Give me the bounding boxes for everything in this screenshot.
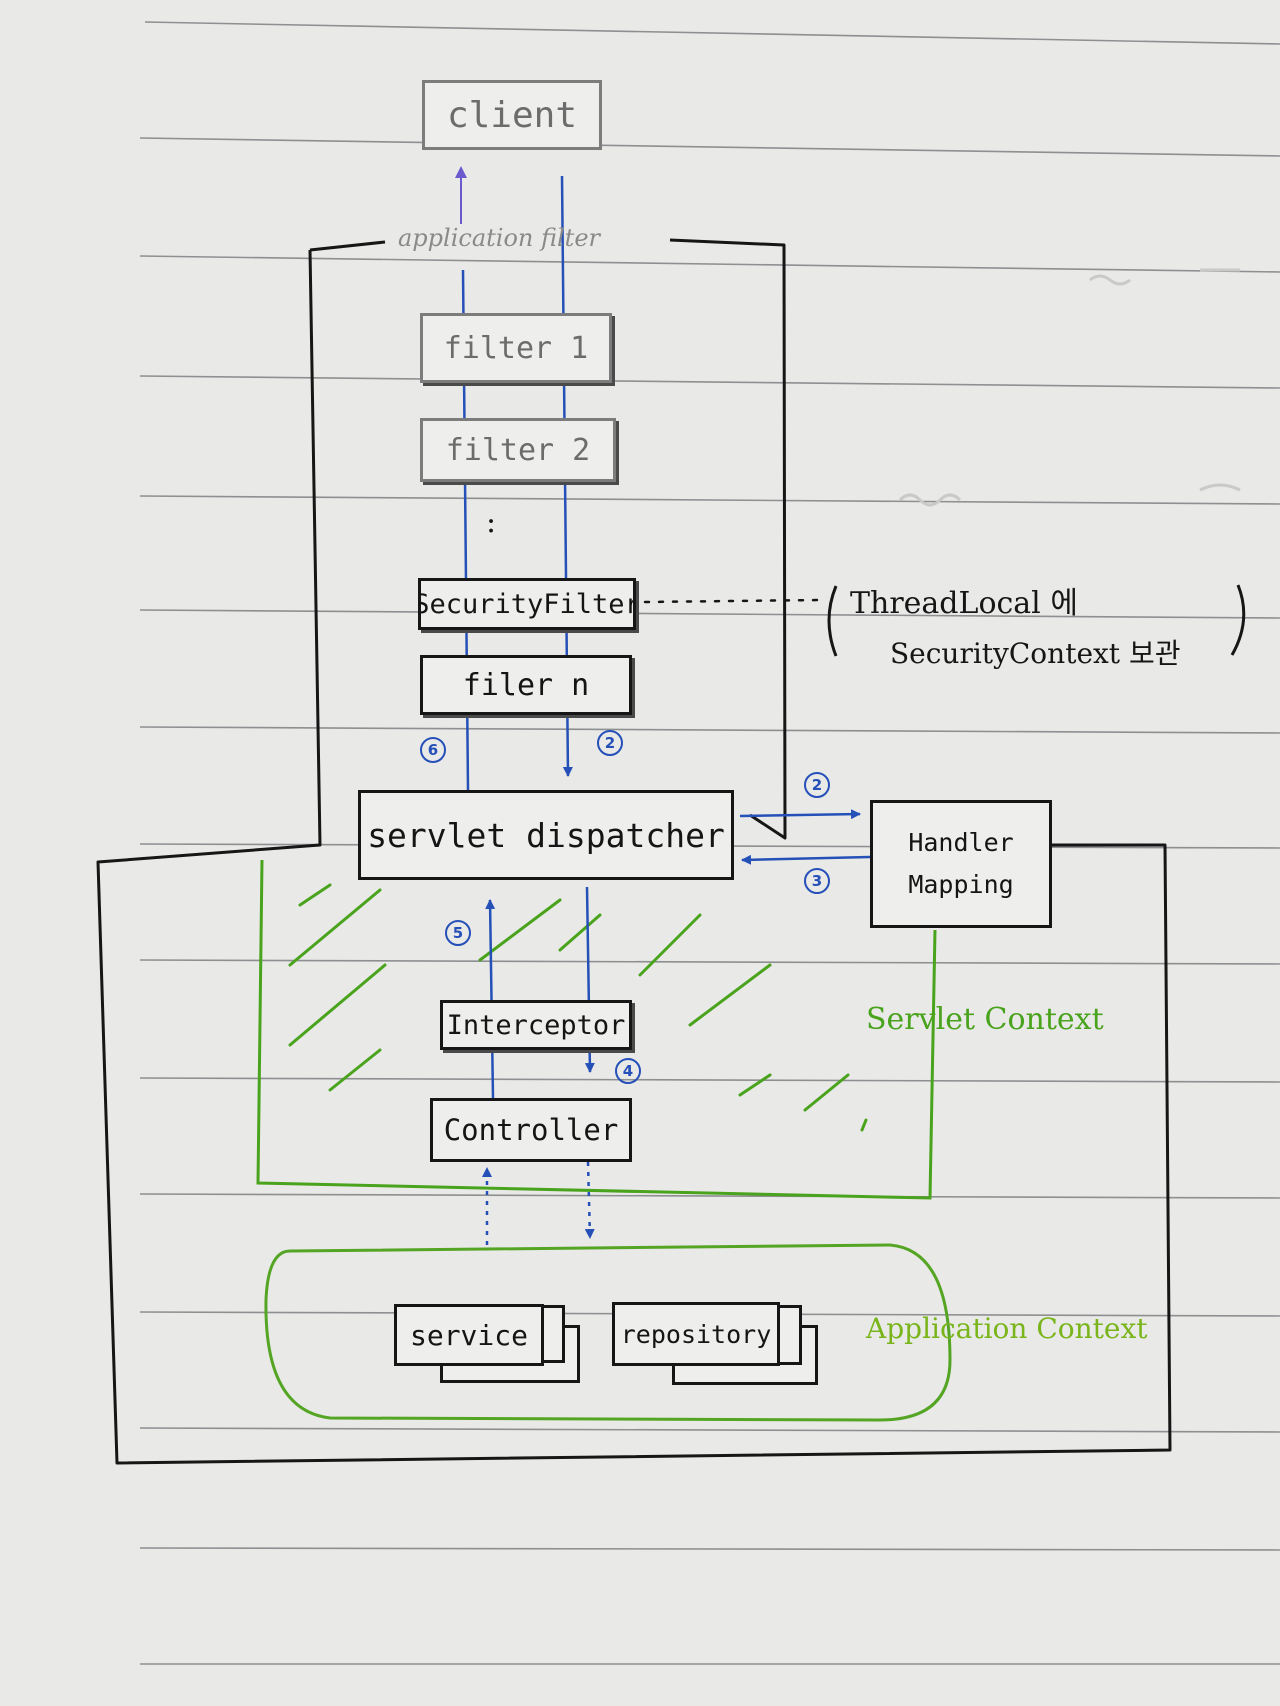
- application-context-border: [264, 1243, 952, 1422]
- filter-ellipsis: :: [486, 505, 497, 540]
- filter-2-box: filter 2: [420, 418, 616, 482]
- servlet-dispatcher-box: servlet dispatcher: [358, 790, 734, 880]
- handler-mapping-line1: Handler: [908, 827, 1014, 857]
- servlet-context-label: Servlet Context: [866, 1002, 1104, 1037]
- filter-n-box: filer n: [420, 655, 632, 715]
- step-6-marker: 6: [420, 737, 446, 763]
- handler-mapping-line2: Mapping: [908, 870, 1014, 899]
- servlet-context-hatching: [288, 883, 868, 1132]
- note-close-paren: [1230, 584, 1246, 656]
- application-context-label: Application Context: [866, 1312, 1148, 1345]
- servlet-context-border: [256, 859, 937, 1200]
- service-box: service: [394, 1304, 544, 1366]
- step-4-marker: 4: [615, 1058, 641, 1084]
- filter-1-box: filter 1: [420, 313, 612, 383]
- ruled-lines: [139, 21, 1280, 1665]
- repository-box: repository: [612, 1302, 780, 1366]
- step-5-marker: 5: [445, 920, 471, 946]
- note-leader: [643, 598, 822, 604]
- step-2-marker-right: 2: [804, 772, 830, 798]
- controller-box: Controller: [430, 1098, 632, 1162]
- interceptor-box: Interceptor: [440, 1000, 632, 1050]
- bleed-through-marks: [898, 268, 1241, 507]
- client-box: client: [422, 80, 602, 150]
- note-line1: ThreadLocal 에: [850, 586, 1078, 621]
- handler-mapping-box: Handler Mapping: [870, 800, 1052, 928]
- note-line2: SecurityContext 보관: [890, 637, 1181, 670]
- step-3-marker: 3: [804, 868, 830, 894]
- application-filter-label: application filter: [398, 224, 600, 252]
- step-2-marker-down: 2: [597, 730, 623, 756]
- outer-frame: [96, 238, 1172, 1465]
- note-open-paren: [827, 585, 838, 657]
- security-filter-box: SecurityFilter: [418, 578, 636, 630]
